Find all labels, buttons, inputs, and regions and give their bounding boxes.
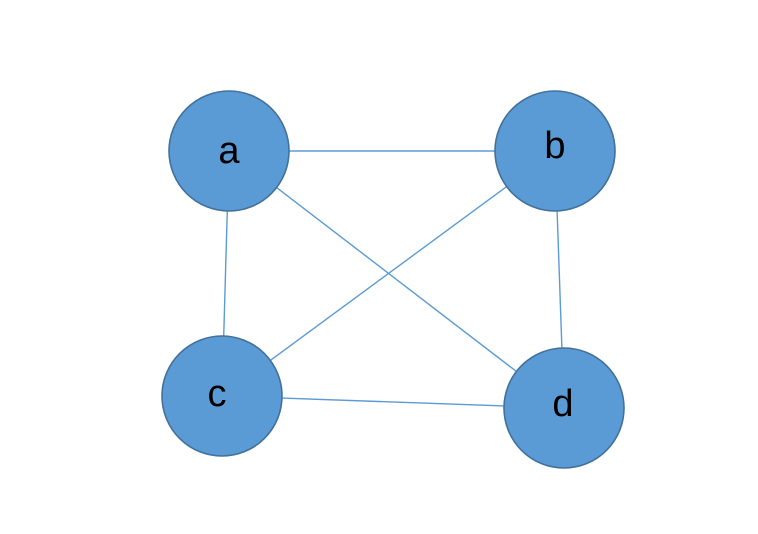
node-b: b xyxy=(494,90,616,212)
edge-c-d xyxy=(281,397,505,407)
node-c-label: c xyxy=(208,373,227,415)
node-d-circle xyxy=(503,347,625,469)
node-c: c xyxy=(161,335,283,457)
node-d-label: d xyxy=(552,383,573,425)
node-c-circle xyxy=(161,335,283,457)
node-a-circle xyxy=(168,90,290,212)
edge-a-d xyxy=(276,186,517,373)
node-b-circle xyxy=(494,90,616,212)
node-b-label: b xyxy=(544,125,565,167)
edge-a-c xyxy=(223,210,228,337)
node-a-label: a xyxy=(218,130,240,172)
node-a: a xyxy=(168,90,290,212)
edge-layer xyxy=(223,150,563,407)
edge-b-d xyxy=(556,210,563,349)
node-d: d xyxy=(503,347,625,469)
edge-b-c xyxy=(269,185,508,362)
